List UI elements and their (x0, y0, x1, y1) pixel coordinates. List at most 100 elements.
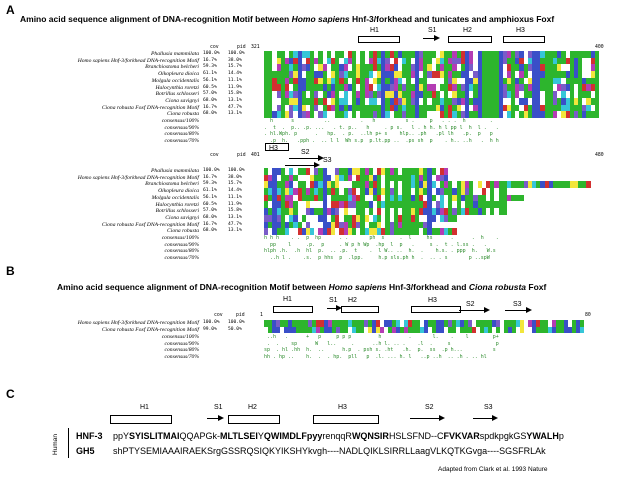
residue-cell (515, 57, 520, 65)
residue-cell (326, 57, 331, 65)
residue-cell (435, 104, 440, 112)
residue-cell (402, 51, 407, 58)
residue-cell (481, 208, 486, 215)
residue-cell (347, 91, 352, 98)
residue-cell (418, 208, 424, 215)
coverage-value: 60.5% (203, 84, 217, 90)
residue-cell (481, 71, 486, 78)
residue-cell (351, 201, 357, 209)
residue-cell (527, 84, 532, 92)
residue-cell (515, 51, 520, 58)
residue-cell (561, 181, 566, 189)
residue-cell (427, 111, 432, 118)
residue-cell (477, 64, 482, 72)
residue-cell (301, 228, 306, 235)
residue-cell (511, 111, 516, 118)
residue-cell (372, 168, 378, 175)
residue-cell (389, 214, 394, 222)
residue-cell (569, 181, 574, 189)
residue-cell (439, 71, 445, 78)
residue-cell (280, 51, 285, 58)
residue-cell (331, 71, 336, 78)
strand-s2-line (289, 158, 319, 159)
residue-cell (297, 228, 302, 235)
residue-cell (488, 320, 492, 327)
residue-cell (452, 208, 457, 215)
residue-cell (561, 188, 566, 195)
residue-cell (310, 168, 315, 175)
residue-cell (393, 168, 398, 175)
residue-cell (586, 51, 591, 58)
residue-cell (502, 181, 507, 189)
residue-cell (322, 57, 327, 65)
residue-cell (406, 51, 411, 58)
residue-cell (280, 71, 285, 78)
residue-cell (314, 194, 319, 202)
residue-cell (552, 174, 558, 182)
sequence-segment: QWIMDLF (263, 431, 307, 441)
residue-cell (423, 174, 428, 182)
residue-cell (594, 188, 599, 195)
residue-cell (423, 221, 428, 229)
residue-cell (515, 91, 520, 98)
residue-cell (481, 64, 486, 72)
residue-cell (305, 104, 311, 112)
residue-cell (502, 201, 507, 209)
residue-cell (527, 168, 532, 175)
residue-cell (484, 320, 488, 327)
residue-cell (336, 326, 340, 334)
residue-cell (582, 208, 587, 215)
residue-cell (398, 188, 403, 195)
residue-cell (289, 111, 294, 118)
residue-cell (506, 71, 512, 78)
residue-cell (356, 326, 360, 334)
residue-cell (331, 77, 336, 85)
residue-cell (280, 221, 285, 229)
c-strand-s2-line (410, 418, 440, 419)
residue-cell (402, 71, 407, 78)
residue-cell (498, 214, 503, 222)
residue-cell (523, 71, 528, 78)
residue-cell (423, 194, 428, 202)
residue-cell (410, 168, 415, 175)
residue-cell (536, 214, 541, 222)
c-structure-label-h3: H3 (338, 404, 347, 411)
residue-cell (414, 174, 419, 182)
residue-cell (484, 326, 488, 334)
residue-cell (301, 111, 306, 118)
residue-cell (565, 194, 570, 202)
panel-a-consensus-rows-2: h h h . . p hp . . ph s . l hs . . h . p… (264, 235, 600, 262)
residue-cell (532, 221, 537, 229)
residue-cell (498, 71, 503, 78)
residue-cell (460, 111, 465, 118)
residue-cell (423, 111, 428, 118)
residue-cell (314, 104, 319, 112)
residue-cell (268, 194, 273, 202)
residue-cell (351, 228, 357, 235)
residue-cell (504, 326, 508, 334)
residue-cell (293, 104, 298, 112)
residue-cell (385, 91, 390, 98)
residue-cell (544, 64, 549, 72)
residue-cell (351, 181, 357, 189)
residue-cell (452, 174, 457, 182)
residue-cell (565, 64, 570, 72)
residue-cell (473, 228, 478, 235)
panel-c-label: C (6, 387, 15, 401)
residue-cell (439, 168, 445, 175)
residue-cell (490, 221, 495, 229)
identity-value: 100.0% (228, 51, 245, 56)
residue-cell (456, 320, 460, 327)
residue-cell (502, 214, 507, 222)
residue-cell (297, 168, 302, 175)
residue-cell (376, 326, 380, 334)
residue-cell (268, 201, 273, 209)
residue-cell (590, 214, 595, 222)
sequence-name: Oikopleura dioica (158, 71, 199, 78)
residue-cell (523, 188, 528, 195)
residue-cell (520, 320, 524, 327)
residue-cell (456, 91, 461, 98)
residue-cell (578, 228, 583, 235)
